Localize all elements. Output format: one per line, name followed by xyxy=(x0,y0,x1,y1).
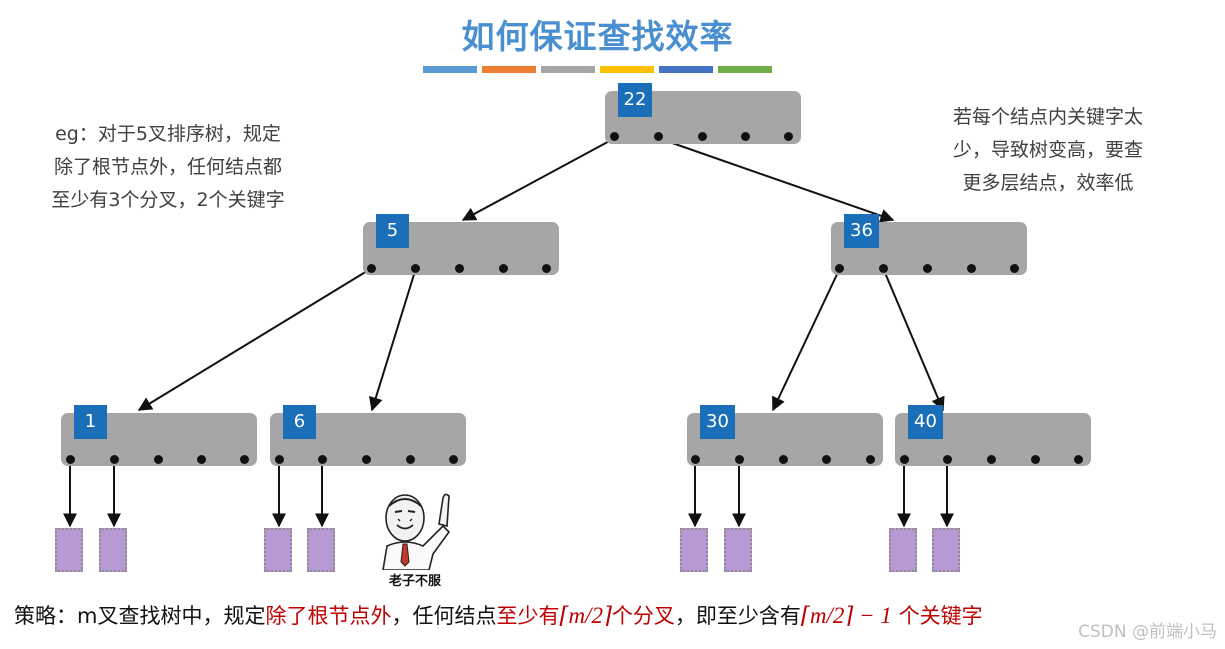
pointer-dot xyxy=(406,455,415,464)
meme-caption: 老子不服 xyxy=(388,574,441,589)
pointer-dot xyxy=(499,264,508,273)
leaf-node xyxy=(889,528,917,572)
pointer-dot xyxy=(835,264,844,273)
node-key: 22 xyxy=(618,83,652,117)
title-color-bar xyxy=(718,66,772,73)
watermark: CSDN @前端小马 xyxy=(1078,622,1217,642)
edge-36-to-40 xyxy=(882,267,945,412)
pointer-dot xyxy=(542,264,551,273)
leaf-node xyxy=(680,528,708,572)
pointer-dot xyxy=(1010,264,1019,273)
strategy-formula: ⌈m/2⌉ xyxy=(559,603,612,628)
title-color-bar xyxy=(541,66,595,73)
pointer-dot xyxy=(654,132,663,141)
pointer-dot xyxy=(455,264,464,273)
note-right: 若每个结点内关键字太 少，导致树变高，要查 更多层结点，效率低 xyxy=(928,101,1168,200)
pointer-dot xyxy=(275,455,284,464)
pointer-dot xyxy=(784,132,793,141)
leaf-node xyxy=(99,528,127,572)
note-left-line: 至少有3个分叉，2个关键字 xyxy=(51,189,285,211)
strategy-prefix: 策略：m叉查找树中，规定 xyxy=(14,604,266,628)
node-key: 6 xyxy=(283,405,316,439)
strategy-emphasis: 除了根节点外 xyxy=(265,604,392,628)
tree-node: 40 xyxy=(895,405,1091,466)
edge-5-to-6 xyxy=(369,267,417,412)
pointer-dot xyxy=(900,455,909,464)
pointer-dot xyxy=(154,455,163,464)
pointer-dot xyxy=(822,455,831,464)
pointer-dot xyxy=(866,455,875,464)
node-key: 5 xyxy=(376,214,409,248)
pointer-dot xyxy=(967,264,976,273)
pointer-dot xyxy=(923,264,932,273)
strategy-emphasis: 个分叉 xyxy=(611,604,675,628)
pointer-dot xyxy=(879,264,888,273)
strategy-text: ，任何结点 xyxy=(391,604,497,628)
note-right-line: 若每个结点内关键字太 xyxy=(952,106,1143,128)
pointer-dot xyxy=(610,132,619,141)
pointer-dot xyxy=(110,455,119,464)
pointer-dot xyxy=(691,455,700,464)
strategy-emphasis: 至少有 xyxy=(496,604,560,628)
edge-root-to-36 xyxy=(657,137,895,223)
pointer-dot xyxy=(197,455,206,464)
leaf-node xyxy=(307,528,335,572)
strategy-emphasis: 个关键字 xyxy=(891,604,983,628)
node-key: 1 xyxy=(74,405,107,439)
title-color-bar xyxy=(600,66,654,73)
meme-face-icon xyxy=(382,493,451,570)
edge-36-to-30 xyxy=(772,267,841,412)
pointer-dot xyxy=(318,455,327,464)
pointer-dot xyxy=(1074,455,1083,464)
pointer-dot xyxy=(698,132,707,141)
leaf-node xyxy=(55,528,83,572)
leaf-node xyxy=(932,528,960,572)
note-left: eg：对于5叉排序树，规定 除了根节点外，任何结点都 至少有3个分叉，2个关键字 xyxy=(28,118,308,217)
pointer-dot xyxy=(943,455,952,464)
leaf-node xyxy=(724,528,752,572)
pointer-dot xyxy=(411,264,420,273)
pointer-dot xyxy=(449,455,458,464)
pointer-dot xyxy=(367,264,376,273)
pointer-dot xyxy=(240,455,249,464)
page-title: 如何保证查找效率 xyxy=(461,17,734,56)
note-left-line: eg：对于5叉排序树，规定 xyxy=(55,123,281,145)
tree-node: 5 xyxy=(363,214,559,275)
note-right-line: 更多层结点，效率低 xyxy=(962,172,1134,194)
edge-root-to-5 xyxy=(461,137,616,221)
node-key: 36 xyxy=(844,214,879,248)
node-key: 40 xyxy=(908,405,943,439)
pointer-dot xyxy=(66,455,75,464)
node-key: 30 xyxy=(700,405,735,439)
strategy-text: ，即至少含有 xyxy=(674,604,801,628)
note-right-line: 少，导致树变高，要查 xyxy=(952,139,1143,161)
pointer-dot xyxy=(779,455,788,464)
strategy-statement: 策略：m叉查找树中，规定除了根节点外，任何结点至少有⌈m/2⌉个分叉，即至少含有… xyxy=(14,600,983,630)
pointer-dot xyxy=(741,132,750,141)
pointer-dot xyxy=(1031,455,1040,464)
title-color-bar xyxy=(423,66,477,73)
pointer-dot xyxy=(987,455,996,464)
edge-5-to-1 xyxy=(137,267,373,411)
pointer-dot xyxy=(735,455,744,464)
strategy-formula: ⌈m/2⌉ − 1 xyxy=(800,603,892,628)
title-color-bar xyxy=(482,66,536,73)
leaf-node xyxy=(264,528,292,572)
title-color-bar xyxy=(659,66,713,73)
note-left-line: 除了根节点外，任何结点都 xyxy=(53,156,282,178)
pointer-dot xyxy=(362,455,371,464)
